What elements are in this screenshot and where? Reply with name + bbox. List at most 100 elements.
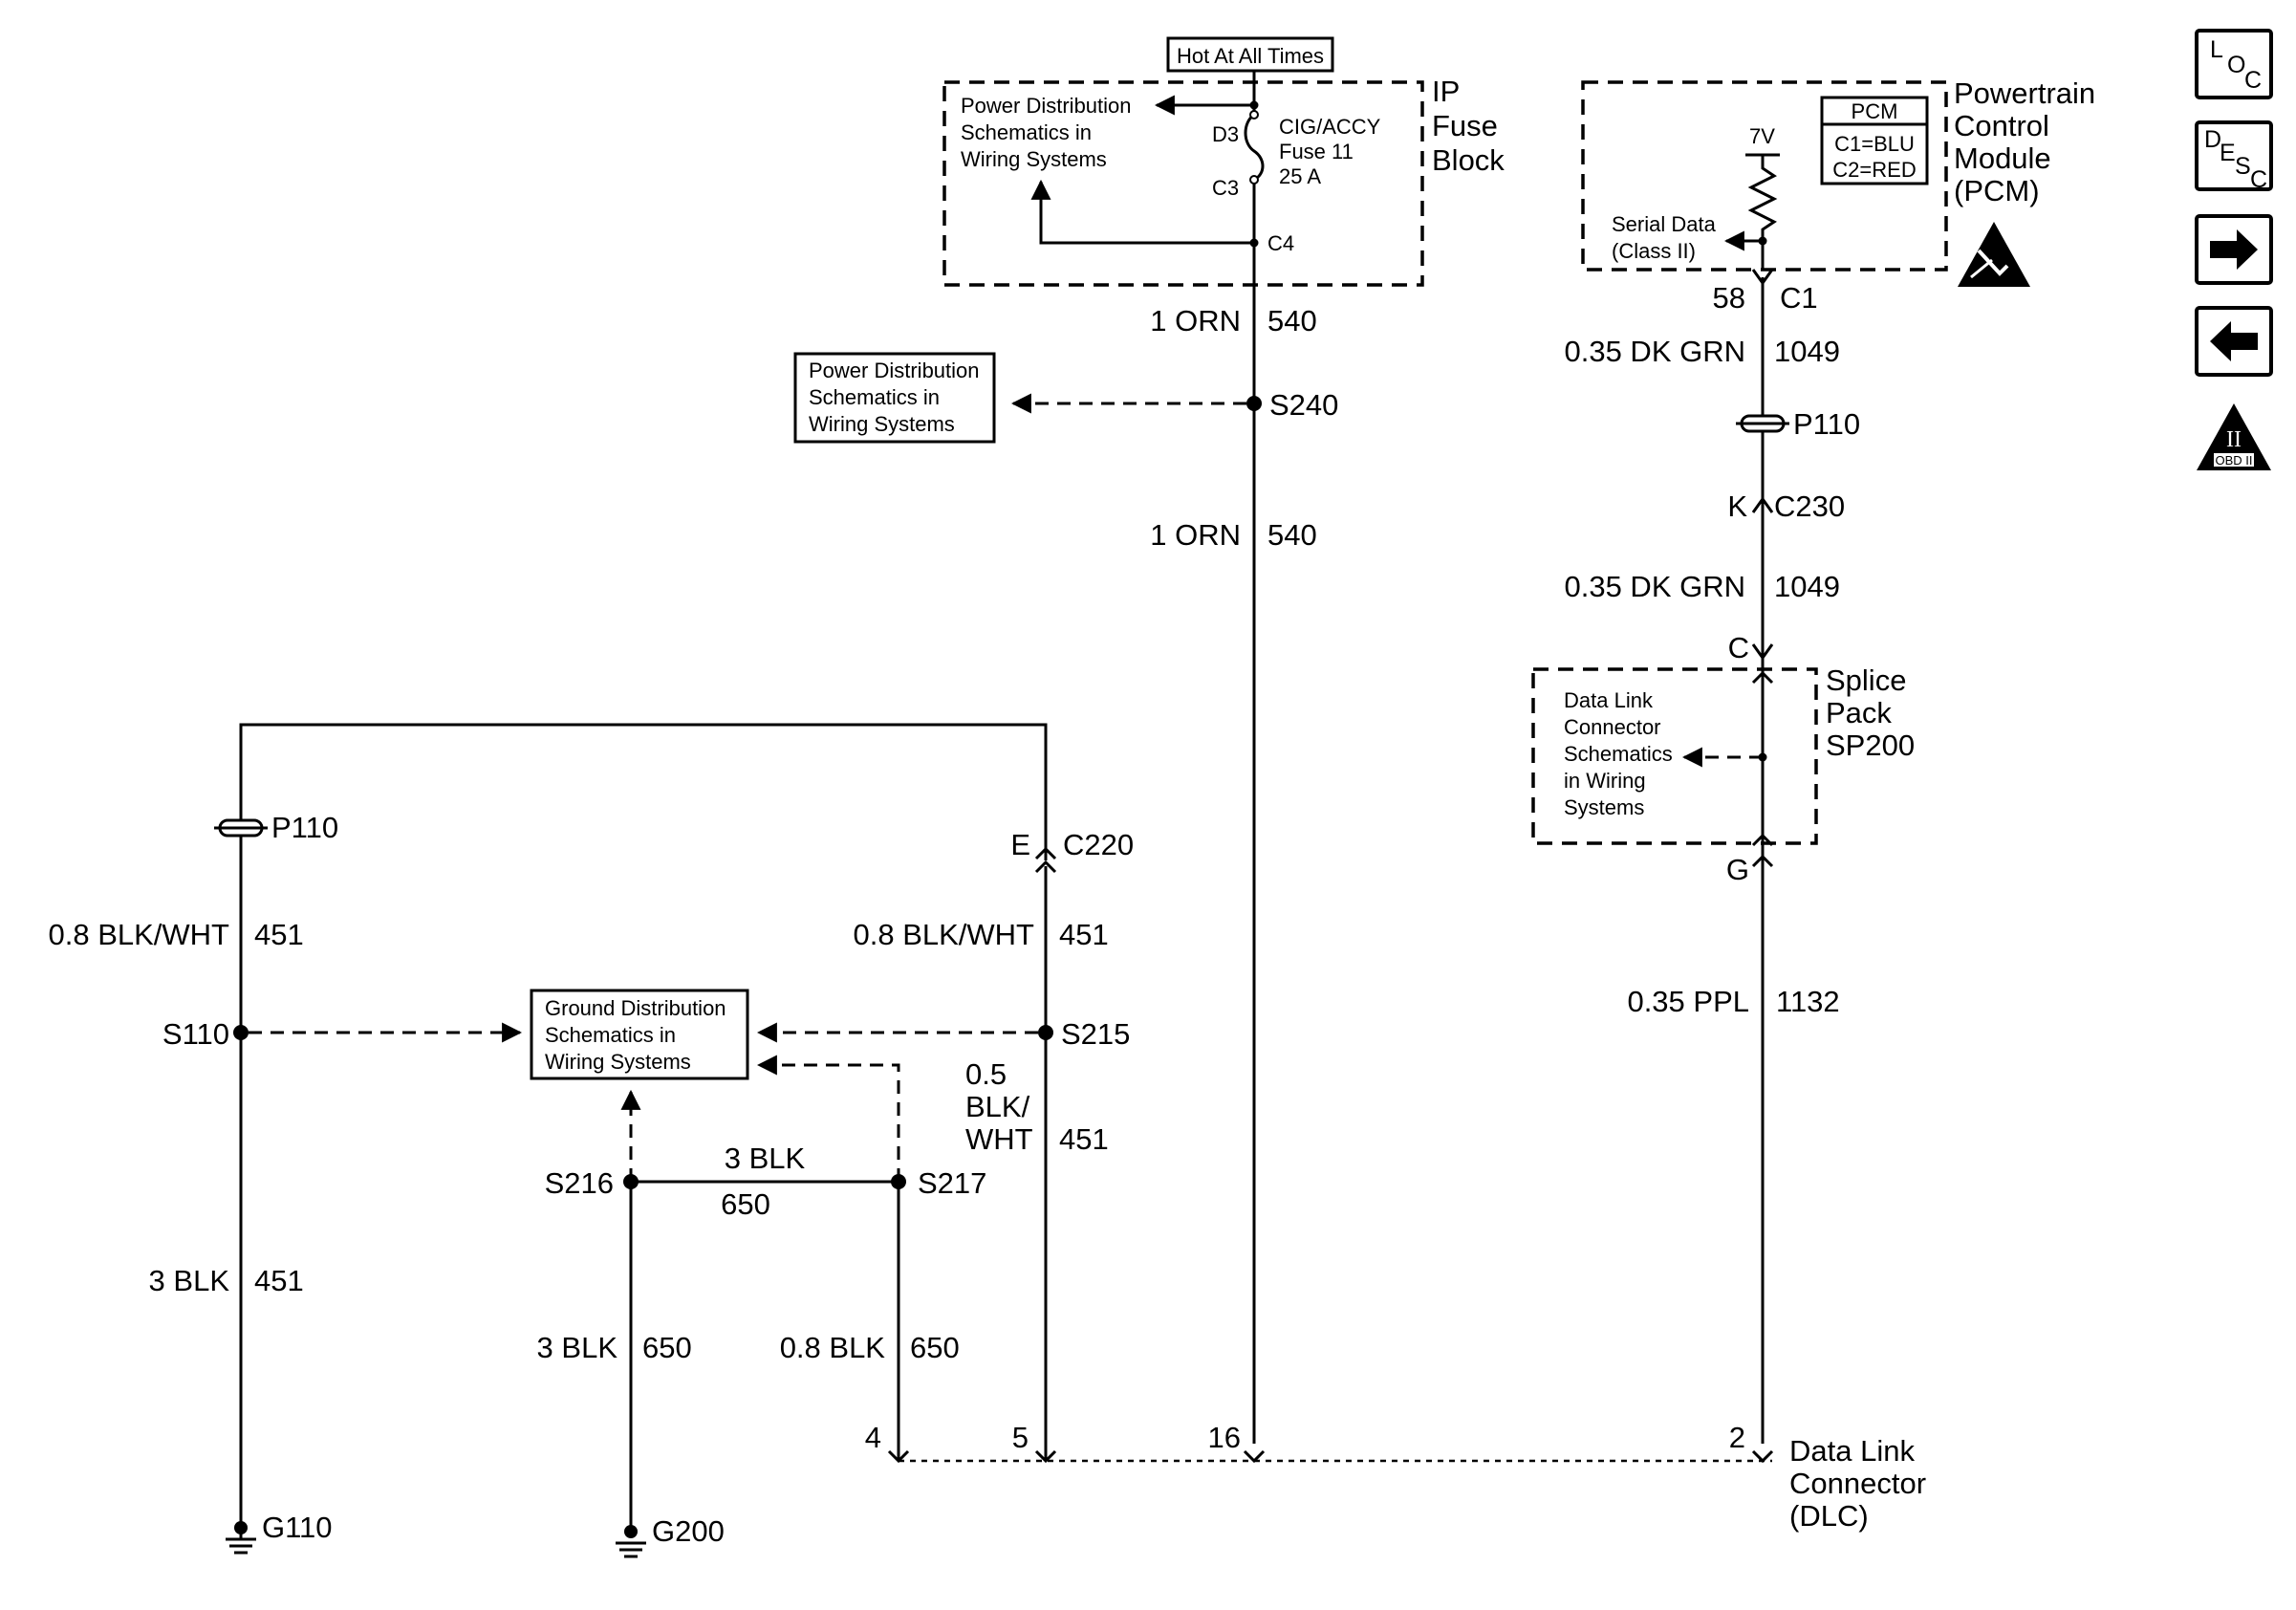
- pcm-tag-box: [1820, 96, 1929, 185]
- power-ref-line2: Schematics in: [809, 385, 940, 409]
- pcm-serial-line2: (Class II): [1612, 239, 1696, 263]
- fuse-desc-line1: CIG/ACCY: [1279, 115, 1381, 139]
- hot-at-all-times-label: Hot At All Times: [1177, 44, 1324, 68]
- blkwht-circuit-right: 451: [1059, 918, 1109, 951]
- fuse-pin-c3: C3: [1212, 176, 1239, 200]
- serial-data-circuit: 58 C1 0.35 DK GRN 1049 P110 K C230 0.35 …: [1531, 269, 1915, 1444]
- fuse-block-name-line1: IP: [1432, 75, 1460, 108]
- splice-pack-name-line2: Pack: [1826, 696, 1892, 729]
- dlc-pin-2: 2: [1729, 1421, 1745, 1454]
- esd-warning-icon: [1958, 222, 2030, 287]
- ground-circuits: P110 E C220 0.8 BLK/WHT 451 0.8 BLK/WHT …: [49, 723, 1134, 1558]
- splice-pack-in-symbol: [1751, 643, 1774, 661]
- splice-s110-dot: [233, 1025, 249, 1040]
- ip-fuse-block: Hot At All Times Power Distribution Sche…: [942, 36, 1505, 287]
- pcm-tag: PCM: [1852, 99, 1898, 123]
- splice-pack-ref-line2: Connector: [1564, 715, 1661, 739]
- fuse-terminal-bottom: [1249, 175, 1259, 185]
- nav-obd-button[interactable]: OBD II II: [2197, 403, 2271, 470]
- nav-desc-c: C: [2250, 166, 2267, 193]
- nav-desc-button[interactable]: D E S C: [2195, 120, 2273, 193]
- ground-g110-label: G110: [262, 1511, 333, 1544]
- ground-ref-line3: Wiring Systems: [545, 1050, 691, 1074]
- ppl-circuit: 1132: [1776, 985, 1840, 1018]
- splice-s215-dot: [1038, 1025, 1053, 1040]
- dkgrn-size-lower: 0.35 DK GRN: [1564, 570, 1745, 603]
- pcm-name-line1: Powertrain: [1954, 76, 2095, 110]
- orn-size-lower: 1 ORN: [1150, 518, 1241, 552]
- blkwht-size-left: 0.8 BLK/WHT: [49, 918, 230, 951]
- nav-forward-button[interactable]: [2195, 214, 2273, 285]
- splice-pack-ref-line5: Systems: [1564, 795, 1644, 819]
- fuse-c4-arrow: [1030, 179, 1254, 245]
- nav-desc-d: D: [2204, 126, 2221, 153]
- c220-pin-e: E: [1010, 828, 1030, 861]
- splice-s215-label: S215: [1061, 1017, 1130, 1051]
- orn-size-upper: 1 ORN: [1150, 304, 1241, 337]
- arrow-right-icon: [2210, 229, 2258, 270]
- c230-label: C230: [1774, 490, 1845, 523]
- power-ref-line3: Wiring Systems: [809, 412, 955, 436]
- splice-pack-ref-line1: Data Link: [1564, 688, 1654, 712]
- pcm-name-line2: Control: [1954, 109, 2049, 142]
- power-ref-box: [793, 352, 996, 444]
- bridge-size: 3 BLK: [725, 1142, 806, 1175]
- bridge-circuit: 650: [721, 1187, 770, 1221]
- dlc-pin-16: 16: [1208, 1421, 1241, 1454]
- fuse-symbol: [1244, 113, 1265, 182]
- orn-circuit-upper: 540: [1267, 304, 1317, 337]
- dkgrn-circuit-lower: 1049: [1774, 570, 1840, 603]
- fuse-terminal-top: [1249, 110, 1259, 120]
- blk05-line3: WHT: [965, 1122, 1033, 1156]
- splice-s240-dot: [1246, 396, 1262, 411]
- splice-pack-name-line1: Splice: [1826, 664, 1906, 697]
- splice-pack-out-symbol: [1751, 854, 1774, 868]
- ppl-size: 0.35 PPL: [1627, 985, 1749, 1018]
- blkwht-size-right: 0.8 BLK/WHT: [854, 918, 1035, 951]
- nav-loc-button[interactable]: L O C: [2195, 29, 2273, 99]
- fuse-power-ref-line3: Wiring Systems: [961, 147, 1107, 171]
- ground-g200-label: G200: [652, 1514, 725, 1548]
- splice-pack-ref-line3: Schematics: [1564, 742, 1673, 766]
- blk3-circuit-left: 451: [254, 1264, 304, 1297]
- splice-pack-out-pin: G: [1726, 853, 1749, 886]
- nav-desc-s: S: [2235, 153, 2251, 180]
- data-link-connector: 4 5 16 2 Data Link Connector (DLC): [865, 1421, 1926, 1533]
- orn-circuit-lower: 540: [1267, 518, 1317, 552]
- splice-pack-inner-in: [1751, 670, 1774, 685]
- pcm-serial-line1: Serial Data: [1612, 212, 1717, 236]
- pcm-name-line3: Module: [1954, 141, 2051, 175]
- splice-pack-ref-line4: in Wiring: [1564, 769, 1646, 793]
- nav-back-button[interactable]: [2195, 306, 2273, 377]
- ground-ref-box: [530, 989, 749, 1080]
- pcm-voltage: 7V: [1749, 124, 1775, 148]
- fuse-power-ref-line1: Power Distribution: [961, 94, 1132, 118]
- blk05-line1: 0.5: [965, 1057, 1007, 1091]
- splice-pack-outline: [1531, 667, 1818, 845]
- hot-at-all-times-box: [1166, 36, 1334, 73]
- dlc-pin-4: 4: [865, 1421, 881, 1454]
- s217-ref-arrow: [756, 1055, 900, 1182]
- dlc-name-line2: Connector: [1789, 1467, 1926, 1500]
- nav-desc-e: E: [2220, 140, 2236, 166]
- c220-lower-symbol: [1034, 859, 1057, 874]
- blkwht-circuit-left: 451: [254, 918, 304, 951]
- pcm-conn-c1: C1: [1780, 281, 1818, 315]
- fuse-block-outline: [942, 80, 1424, 287]
- nav-loc-c: C: [2244, 67, 2262, 94]
- blk05-circuit: 451: [1059, 1122, 1109, 1156]
- obd-numeral: II: [2226, 427, 2242, 452]
- dkgrn-size-upper: 0.35 DK GRN: [1564, 335, 1745, 368]
- pcm-outline: [1581, 80, 1948, 272]
- orn-540-circuit: 1 ORN 540 S240 1 ORN 540: [1010, 285, 1338, 1444]
- blk3-size-g200: 3 BLK: [537, 1331, 618, 1364]
- fuse-pin-d3: D3: [1212, 122, 1239, 146]
- blk3-size-left: 3 BLK: [149, 1264, 230, 1297]
- dlc-pin-2-symbol: [1751, 1449, 1774, 1464]
- splice-s110-label: S110: [162, 1017, 229, 1051]
- dkgrn-circuit-upper: 1049: [1774, 335, 1840, 368]
- fuse-desc-line3: 25 A: [1279, 164, 1321, 188]
- p110-inline-connector-right: [1736, 414, 1789, 433]
- p110-label-left: P110: [271, 811, 338, 844]
